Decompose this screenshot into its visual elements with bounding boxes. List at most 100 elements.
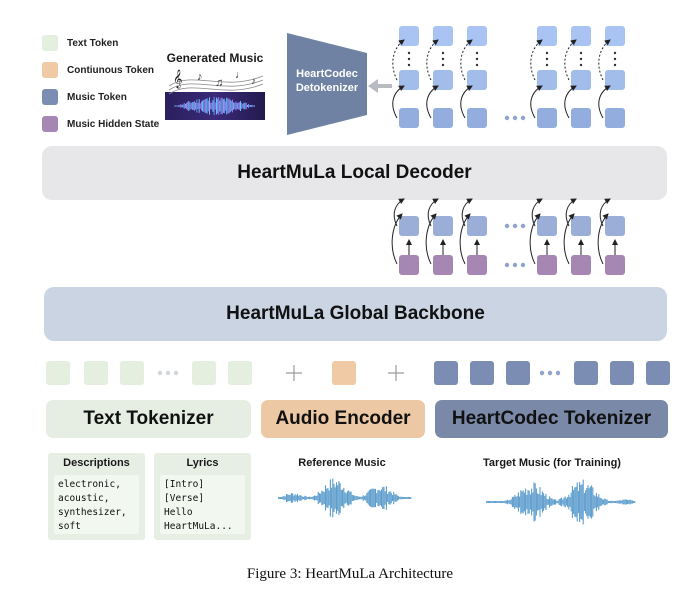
text-token [46, 361, 70, 385]
target-music-waveform [486, 479, 636, 525]
autoregressive-arrow [565, 198, 577, 227]
hidden-state [571, 255, 591, 275]
svg-text:𝄞: 𝄞 [173, 70, 182, 89]
grid-ellipsis [545, 63, 549, 67]
grid-ellipsis [504, 223, 510, 229]
autoregressive-arrow [598, 85, 611, 119]
grid-ellipsis [545, 51, 549, 55]
grid-ellipsis [512, 223, 518, 229]
grid-ellipsis [475, 51, 479, 55]
input-token-row [46, 361, 670, 385]
autoregressive-arrow [426, 39, 439, 81]
detokenizer-label: HeartCodec Detokenizer [295, 68, 359, 94]
music-token [537, 216, 557, 236]
global-backbone-block: HeartMuLa Global Backbone [44, 287, 667, 341]
target-music-title: Target Music (for Training) [483, 457, 621, 469]
lyrics-text: [Intro] [Verse] Hello HeartMuLa... [160, 475, 245, 534]
text-token [120, 361, 144, 385]
autoregressive-arrow [427, 198, 439, 227]
local-decoder-block: HeartMuLa Local Decoder [42, 146, 667, 200]
autoregressive-arrow [459, 213, 471, 265]
detokenizer-shape [287, 33, 367, 135]
music-token [399, 216, 419, 236]
grid-ellipsis [613, 63, 617, 67]
heartcodec-tokenizer-block: HeartCodec Tokenizer [435, 400, 668, 438]
legend-swatch-hidden-state [42, 116, 58, 132]
autoregressive-arrow [392, 85, 405, 119]
generated-token [399, 70, 419, 90]
legend-swatch-text-token [42, 35, 58, 51]
autoregressive-arrow [599, 198, 611, 227]
grid-ellipsis [407, 57, 411, 61]
generated-token [571, 26, 591, 46]
autoregressive-arrow [529, 213, 541, 265]
generated-music-image: 𝄞 ♪ ♫ ♩ ♪ [165, 69, 265, 120]
generated-token [399, 108, 419, 128]
text-token [84, 361, 108, 385]
autoregressive-arrow [597, 213, 609, 265]
autoregressive-arrow [460, 85, 473, 119]
grid-ellipsis [441, 57, 445, 61]
grid-ellipsis [407, 63, 411, 67]
generated-token [433, 26, 453, 46]
generated-token [605, 26, 625, 46]
generated-token [537, 108, 557, 128]
grid-ellipsis [475, 63, 479, 67]
legend-label-continuous-token: Contiunous Token [67, 65, 155, 76]
token-ellipsis [555, 370, 561, 376]
legend-label-text-token: Text Token [67, 38, 119, 49]
generated-token [467, 26, 487, 46]
generated-token [605, 108, 625, 128]
descriptions-text: electronic, acoustic, synthesizer, soft [54, 475, 139, 534]
autoregressive-arrow [564, 39, 577, 81]
autoregressive-arrow [425, 213, 437, 265]
grid-ellipsis [512, 115, 518, 121]
grid-ellipsis [475, 57, 479, 61]
music-token [467, 216, 487, 236]
grid-ellipsis [512, 262, 518, 268]
music-token [605, 216, 625, 236]
generated-token [467, 70, 487, 90]
generated-token [433, 108, 453, 128]
token-ellipsis [539, 370, 545, 376]
token-ellipsis [157, 370, 163, 376]
reference-music-waveform [278, 478, 412, 518]
autoregressive-arrow [531, 198, 543, 227]
figure-caption: Figure 3: HeartMuLa Architecture [246, 566, 454, 582]
autoregressive-arrow [598, 39, 611, 81]
grid-ellipsis [579, 63, 583, 67]
decoder-input-grid [391, 198, 625, 275]
token-ellipsis [165, 370, 171, 376]
generated-token [571, 108, 591, 128]
autoregressive-arrow [391, 213, 403, 265]
descriptions-title: Descriptions [63, 457, 130, 469]
generated-token [605, 70, 625, 90]
autoregressive-arrow [461, 198, 473, 227]
detokenizer-input-arrow [368, 79, 392, 93]
autoregressive-arrow [530, 85, 543, 119]
svg-text:♫: ♫ [215, 77, 223, 89]
grid-ellipsis [520, 223, 526, 229]
music-token [574, 361, 598, 385]
descriptions-panel: Descriptions electronic, acoustic, synth… [48, 453, 145, 540]
generated-music-title: Generated Music [166, 51, 264, 65]
hidden-state [399, 255, 419, 275]
music-token [433, 216, 453, 236]
token-ellipsis [173, 370, 179, 376]
token-ellipsis [547, 370, 553, 376]
autoregressive-arrow [564, 85, 577, 119]
svg-text:♪: ♪ [197, 71, 203, 83]
generated-token [571, 70, 591, 90]
music-token [610, 361, 634, 385]
music-token [470, 361, 494, 385]
music-token [646, 361, 670, 385]
autoregressive-arrow [460, 39, 473, 81]
grid-ellipsis [520, 115, 526, 121]
grid-ellipsis [545, 57, 549, 61]
continuous-token [332, 361, 356, 385]
grid-ellipsis [579, 57, 583, 61]
generated-token-grid [392, 26, 625, 128]
grid-ellipsis [441, 63, 445, 67]
hidden-state [537, 255, 557, 275]
generated-token [537, 26, 557, 46]
